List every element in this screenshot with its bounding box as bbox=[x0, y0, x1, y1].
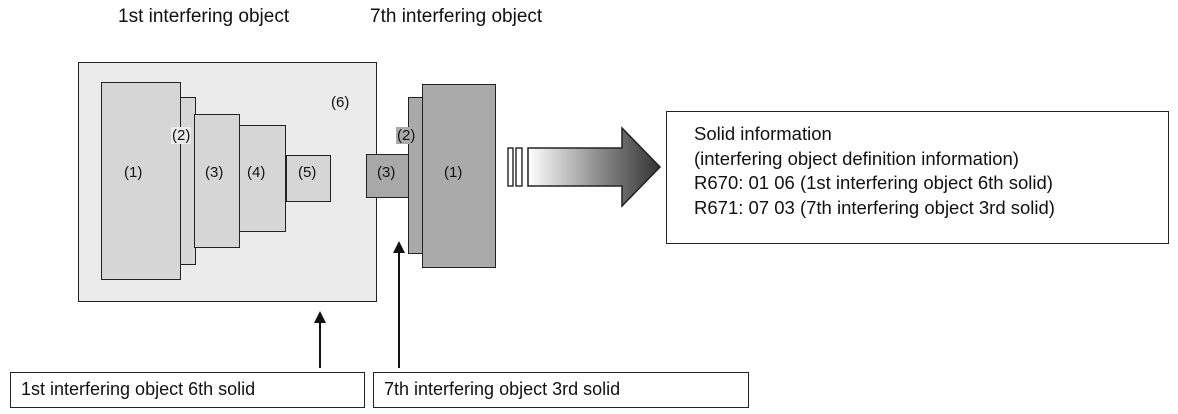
first-object-solid-4 bbox=[239, 125, 286, 232]
callout-first-object-6th-solid: 1st interfering object 6th solid bbox=[10, 372, 365, 408]
arrow-tail-bar-2 bbox=[515, 147, 523, 187]
callout-seventh-object-3rd-solid: 7th interfering object 3rd solid bbox=[373, 372, 749, 408]
seventh-object-solid-3 bbox=[366, 154, 409, 198]
first-object-solid-5 bbox=[286, 155, 331, 202]
big-right-arrow bbox=[527, 126, 662, 208]
solid-information-box: Solid information (interfering object de… bbox=[666, 111, 1169, 244]
solid-3-label: (3) bbox=[205, 164, 224, 181]
info-line-1: Solid information bbox=[694, 123, 832, 144]
info-line-4: R671: 07 03 (7th interfering object 3rd … bbox=[694, 196, 1055, 218]
right-callout-arrow-head bbox=[393, 241, 405, 253]
solid-2-label: (2) bbox=[171, 127, 192, 144]
left-callout-arrow-head bbox=[314, 311, 326, 323]
seventh-object-solid-1 bbox=[422, 84, 496, 268]
seventh-solid-2-label: (2) bbox=[396, 127, 417, 144]
first-object-label: 1st interfering object bbox=[118, 6, 290, 27]
info-line-3: R670: 01 06 (1st interfering object 6th … bbox=[694, 172, 1053, 193]
first-object-solid-1 bbox=[101, 82, 181, 280]
arrow-tail-bar-1 bbox=[507, 147, 514, 187]
solid-5-label: (5) bbox=[298, 164, 317, 181]
seventh-solid-3-label: (3) bbox=[377, 164, 396, 181]
solid-4-label: (4) bbox=[247, 164, 266, 181]
solid-1-label: (1) bbox=[124, 164, 143, 181]
seventh-solid-1-label: (1) bbox=[444, 164, 463, 181]
info-line-2: (interfering object definition informati… bbox=[694, 147, 1019, 169]
seventh-object-label: 7th interfering object bbox=[370, 6, 543, 27]
solid-6-label: (6) bbox=[331, 94, 350, 111]
